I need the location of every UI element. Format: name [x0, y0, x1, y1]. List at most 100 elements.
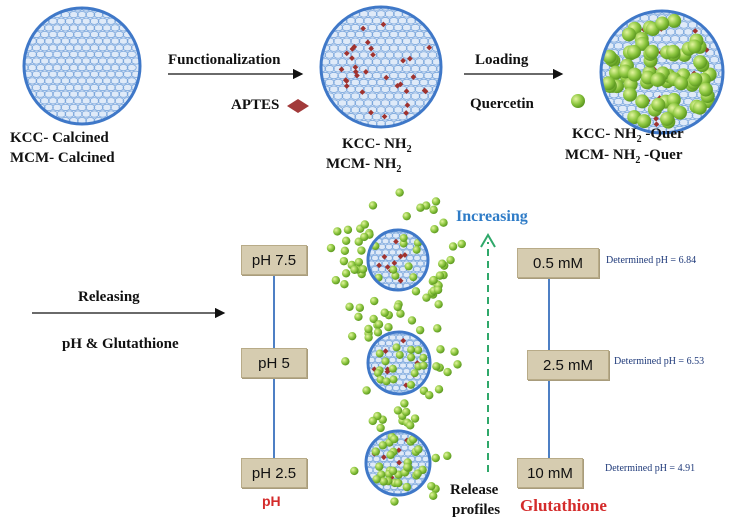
- particle-quercetin-loaded-quercetin-dot: [637, 114, 652, 129]
- particle-release-ph75-released-quercetin: [345, 302, 354, 311]
- particle-release-ph75-released-quercetin: [439, 218, 448, 227]
- particle-release-ph5-released-quercetin: [453, 360, 462, 369]
- particle-release-ph25-pores: [366, 431, 430, 495]
- particle-release-ph25-pore: [407, 478, 416, 485]
- particle-calcined-pore: [24, 17, 34, 25]
- particle-quercetin-loaded-pore: [717, 125, 723, 133]
- particle-release-ph75-pore: [368, 282, 376, 290]
- particle-quercetin-loaded-pore: [608, 21, 620, 29]
- particle-release-ph25-released-quercetin: [431, 453, 440, 463]
- particle-release-ph5-pore: [398, 362, 408, 369]
- particle-calcined-pore: [118, 77, 129, 85]
- particle-release-ph75-pore: [370, 266, 380, 273]
- particle-release-ph75-released-quercetin: [343, 225, 353, 234]
- particle-quercetin-loaded-pore: [678, 118, 689, 127]
- particle-release-ph75-shell: [366, 228, 430, 292]
- particle-calcined-pore: [72, 83, 83, 92]
- particle-release-ph5-released-quercetin: [402, 407, 411, 417]
- particle-quercetin-loaded-pore: [696, 11, 707, 15]
- particle-amine-functionalized-pore: [427, 65, 438, 73]
- particle-amine-functionalized-pore: [380, 7, 391, 11]
- particle-amine-functionalized-pore: [371, 17, 382, 25]
- determined-ph-low: Determined pH = 4.91: [605, 463, 696, 474]
- particle-release-ph5-released-quercetin: [415, 325, 425, 335]
- particle-calcined-pore: [81, 30, 92, 39]
- particle-quercetin-loaded-pore: [652, 35, 663, 43]
- particle-release-ph5-released-quercetin: [393, 406, 403, 415]
- particle-release-ph25-pore: [393, 489, 402, 495]
- particle-release-ph5-quercetin-dot: [407, 345, 416, 354]
- particle-amine-functionalized-pore: [354, 17, 365, 25]
- particle-calcined-pore: [24, 97, 34, 105]
- particle-release-ph75-released-quercetin: [395, 188, 404, 197]
- particle-calcined-pore: [85, 64, 96, 72]
- particle-release-ph25-pore: [366, 433, 374, 440]
- particle-amine-functionalized-amine-dot: [383, 74, 390, 81]
- particle-quercetin-loaded-pore: [608, 11, 620, 15]
- particle-release-ph5-released-quercetin: [443, 367, 452, 377]
- particle-release-ph5-quercetin-dot: [410, 369, 419, 378]
- particle-calcined-pore: [39, 70, 50, 78]
- particle-amine-functionalized-pore: [384, 65, 395, 73]
- particle-release-ph5-pore: [398, 373, 408, 380]
- particle-amine-functionalized-amine-dot: [343, 78, 350, 84]
- particle-release-ph5-quercetin-dot: [382, 377, 391, 386]
- particle-amine-functionalized-pore: [333, 37, 344, 45]
- particle-amine-functionalized-pore: [410, 37, 421, 45]
- particle-amine-functionalized-pore: [328, 58, 339, 66]
- particle-amine-functionalized-pore: [397, 17, 408, 25]
- particle-calcined-pore: [97, 110, 108, 118]
- particle-release-ph5-released-quercetin: [450, 347, 459, 356]
- particle-amine-functionalized-pore: [350, 78, 361, 87]
- particle-calcined-pore: [31, 17, 42, 25]
- particle-calcined-pore: [89, 83, 100, 92]
- particle-release-ph75-released-quercetin: [433, 285, 443, 295]
- particle-calcined-pore: [118, 64, 129, 72]
- particle-amine-functionalized-pore: [354, 85, 365, 93]
- particle-calcined-pore: [39, 83, 50, 92]
- particle-release-ph5-pore: [402, 334, 411, 341]
- particle-calcined-pore: [118, 90, 129, 98]
- particle-calcined-pore: [81, 97, 92, 105]
- particle-calcined-pore: [31, 8, 42, 12]
- particle-amine-functionalized-pore: [341, 106, 352, 114]
- particle-amine-functionalized-amine-dot: [410, 74, 417, 80]
- particle-calcined-pore: [77, 11, 87, 19]
- particle-quercetin-loaded: [599, 9, 725, 135]
- particle-amine-functionalized-pore: [388, 71, 399, 80]
- particle-release-ph5-released-quercetin: [433, 324, 442, 333]
- particle-calcined-pore: [81, 83, 92, 92]
- particle-amine-functionalized-pore: [405, 7, 417, 11]
- particle-release-ph5-quercetin-dot: [375, 349, 384, 358]
- particle-release-ph75-amine-dot: [397, 277, 404, 284]
- particle-release-ph75-released-quercetin: [358, 265, 368, 274]
- gsh-level-box-mid: 2.5 mM: [527, 350, 609, 380]
- particle-quercetin-loaded-pore: [704, 21, 716, 29]
- particle-quercetin-loaded-quercetin-dot: [601, 76, 616, 91]
- particle-amine-functionalized-pore: [414, 30, 425, 39]
- particle-release-ph5-shell: [366, 330, 432, 396]
- particle-release-ph75-released-quercetin: [341, 269, 351, 278]
- particle-release-ph25-pore: [366, 483, 371, 491]
- particle-release-ph25-quercetin-dot: [403, 462, 412, 472]
- particle-release-ph25-pore: [366, 450, 371, 457]
- particle-amine-functionalized-pore: [371, 85, 382, 93]
- particle-release-ph25-released-quercetin: [429, 491, 438, 501]
- particle-amine-functionalized-pore: [384, 37, 395, 45]
- particle-amine-functionalized-pore: [321, 71, 331, 80]
- particle-calcined-pore: [126, 64, 137, 72]
- particle-amine-functionalized-pore: [405, 30, 417, 39]
- particle-calcined-pore: [89, 8, 100, 12]
- particle-amine-functionalized-pore: [321, 78, 327, 87]
- particle-quercetin-loaded-pore: [652, 11, 663, 15]
- particle-amine-functionalized-pore: [440, 30, 441, 39]
- particle-quercetin-loaded-pore: [601, 118, 611, 127]
- particle-amine-functionalized-pore: [324, 106, 335, 114]
- particle-release-ph25-released-quercetin: [427, 481, 436, 491]
- particle-calcined-pore: [43, 90, 54, 98]
- particle-calcined-pore: [101, 90, 112, 98]
- particle-calcined-pore: [39, 57, 50, 65]
- particle-release-ph75-amine-dot: [381, 253, 388, 260]
- particle-calcined-pore: [93, 90, 104, 98]
- particle-quercetin-loaded-pore: [722, 49, 723, 57]
